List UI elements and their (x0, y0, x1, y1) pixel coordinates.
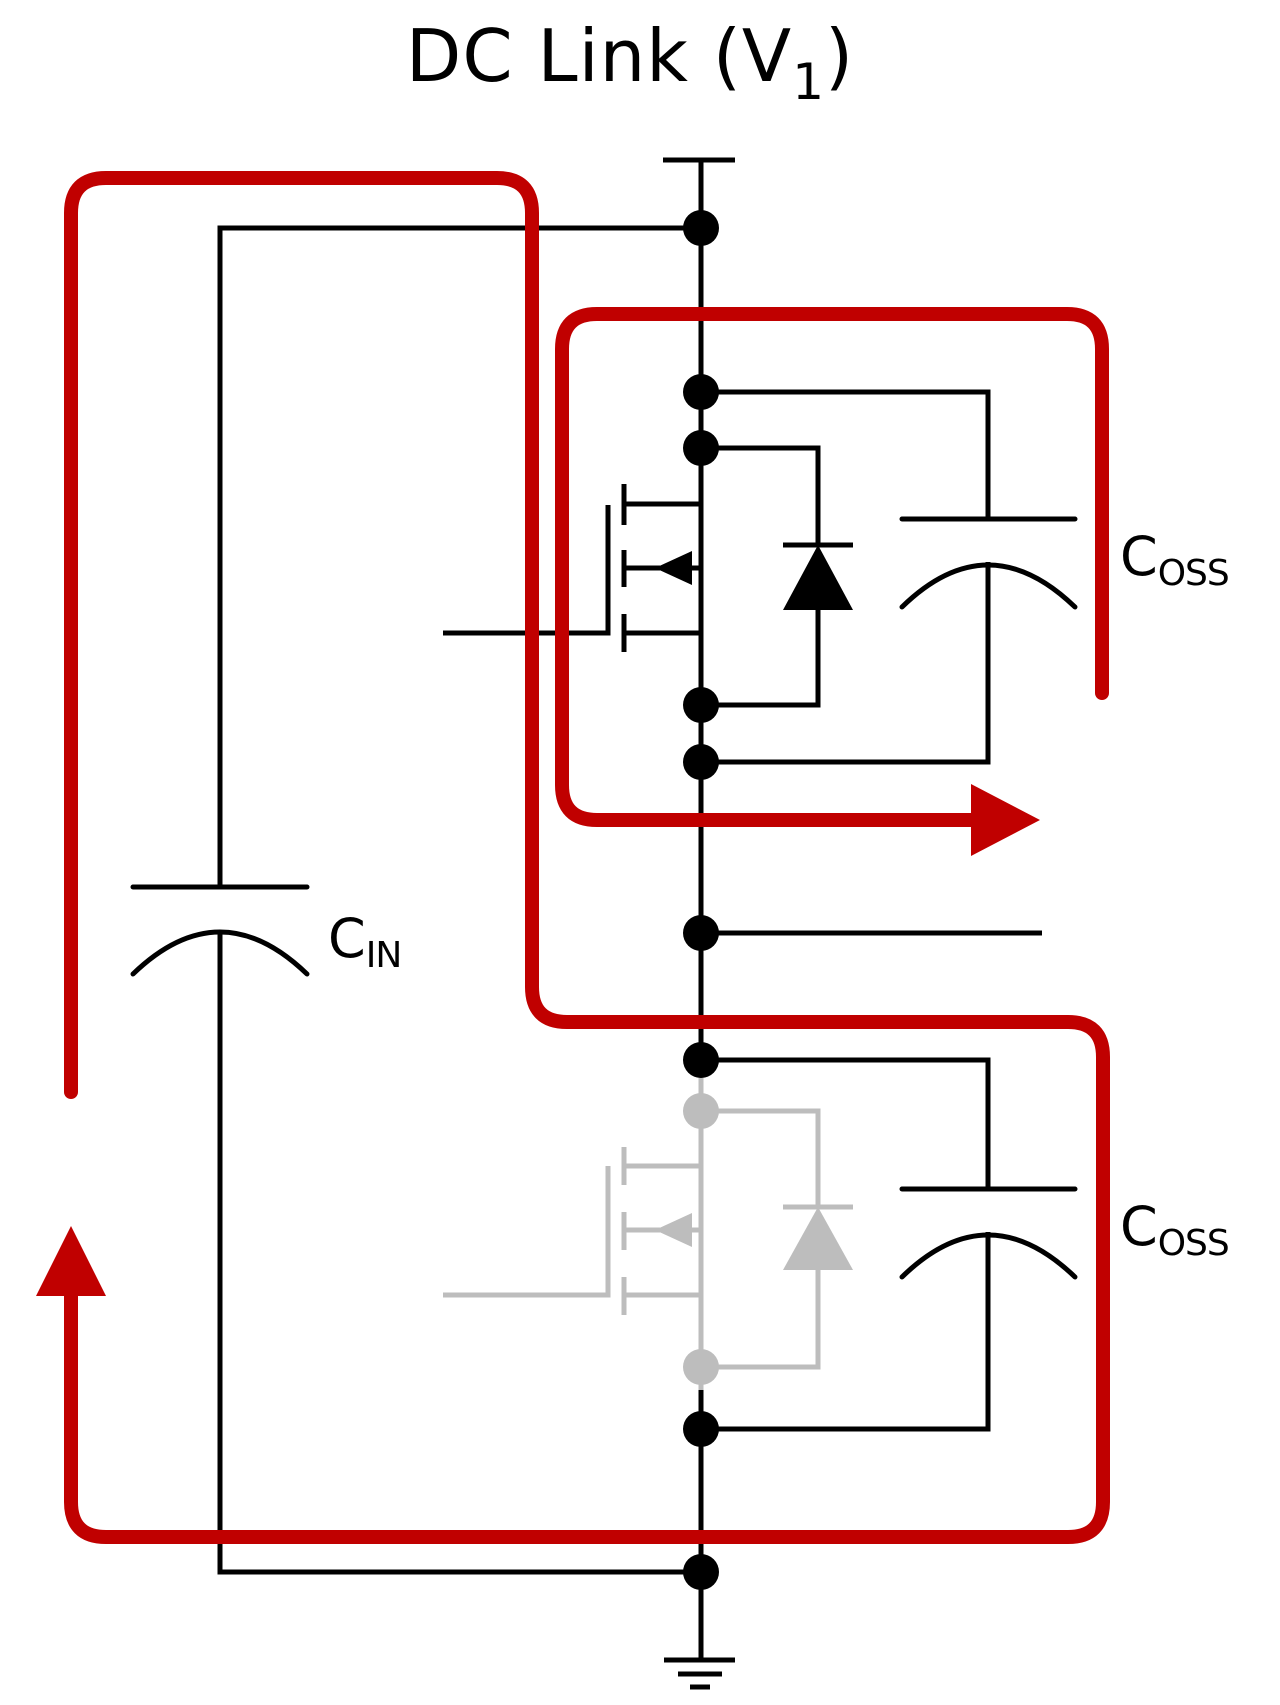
title-close: ) (825, 14, 855, 98)
cin-label: CIN (328, 912, 403, 976)
hs-diode-bottom-wire (701, 610, 821, 708)
inner-loop-path (555, 307, 1109, 827)
ls-coss-bottom-wire (701, 1232, 991, 1432)
coss-low-label-sub: OSS (1157, 1223, 1230, 1264)
node-hs-drain (683, 430, 719, 466)
low-side-mosfet (443, 1111, 704, 1315)
ls-coss-top-wire (701, 1057, 991, 1189)
hs-diode-triangle-icon (783, 545, 853, 610)
hs-coss-bottom-wire (701, 562, 991, 765)
inner-loop-arrow-right-icon (971, 784, 1040, 856)
ls-drain-wire (624, 1111, 704, 1169)
ls-gate-wire (443, 1166, 611, 1298)
cin-capacitor (130, 225, 701, 1575)
coss-high-label-main: C (1120, 525, 1158, 588)
hs-drain-wire (624, 448, 704, 507)
junction-nodes (683, 210, 719, 1590)
high-side-body-diode (701, 445, 853, 708)
node-dc-link (683, 210, 719, 246)
node-hs-coss-top (683, 374, 719, 410)
low-side-body-diode (701, 1108, 853, 1370)
current-path-outer (36, 171, 1110, 1544)
coss-low-label: COSS (1120, 1200, 1230, 1264)
title-text: DC Link (V (405, 14, 793, 98)
node-hs-source (683, 687, 719, 723)
hs-gate-wire (443, 505, 611, 636)
hs-diode-top-wire (701, 445, 821, 545)
outer-loop-path (64, 171, 1110, 1544)
ls-diode-top-wire (701, 1108, 821, 1207)
cin-label-main: C (328, 907, 366, 970)
node-ls-drain (683, 1093, 719, 1129)
low-side-coss-capacitor (701, 1057, 1078, 1432)
ls-diode-bottom-wire (701, 1270, 821, 1370)
high-side-mosfet (443, 448, 704, 652)
current-path-inner (555, 307, 1109, 856)
ground-icon (664, 1657, 735, 1690)
outer-loop-arrow-up-icon (36, 1226, 106, 1296)
ls-body-arrow-icon (655, 1213, 692, 1247)
cin-bottom-wire (217, 930, 701, 1575)
node-hs-coss-bottom (683, 744, 719, 780)
ls-diode-triangle-icon (783, 1207, 853, 1270)
hs-body-arrow-icon (655, 551, 692, 585)
high-side-coss-capacitor (701, 389, 1078, 765)
coss-high-label-sub: OSS (1157, 553, 1230, 594)
diagram-title: DC Link (V1) (0, 14, 1270, 111)
hs-coss-top-wire (701, 389, 991, 519)
node-switch (683, 915, 719, 951)
cin-label-sub: IN (365, 935, 403, 976)
coss-low-label-main: C (1120, 1195, 1158, 1258)
node-ls-source (683, 1349, 719, 1385)
coss-high-label: COSS (1120, 530, 1230, 594)
node-ls-coss-top (683, 1042, 719, 1078)
node-ls-coss-bottom (683, 1411, 719, 1447)
node-ground (683, 1554, 719, 1590)
title-subscript: 1 (792, 53, 825, 111)
cin-top-wire (217, 225, 701, 887)
